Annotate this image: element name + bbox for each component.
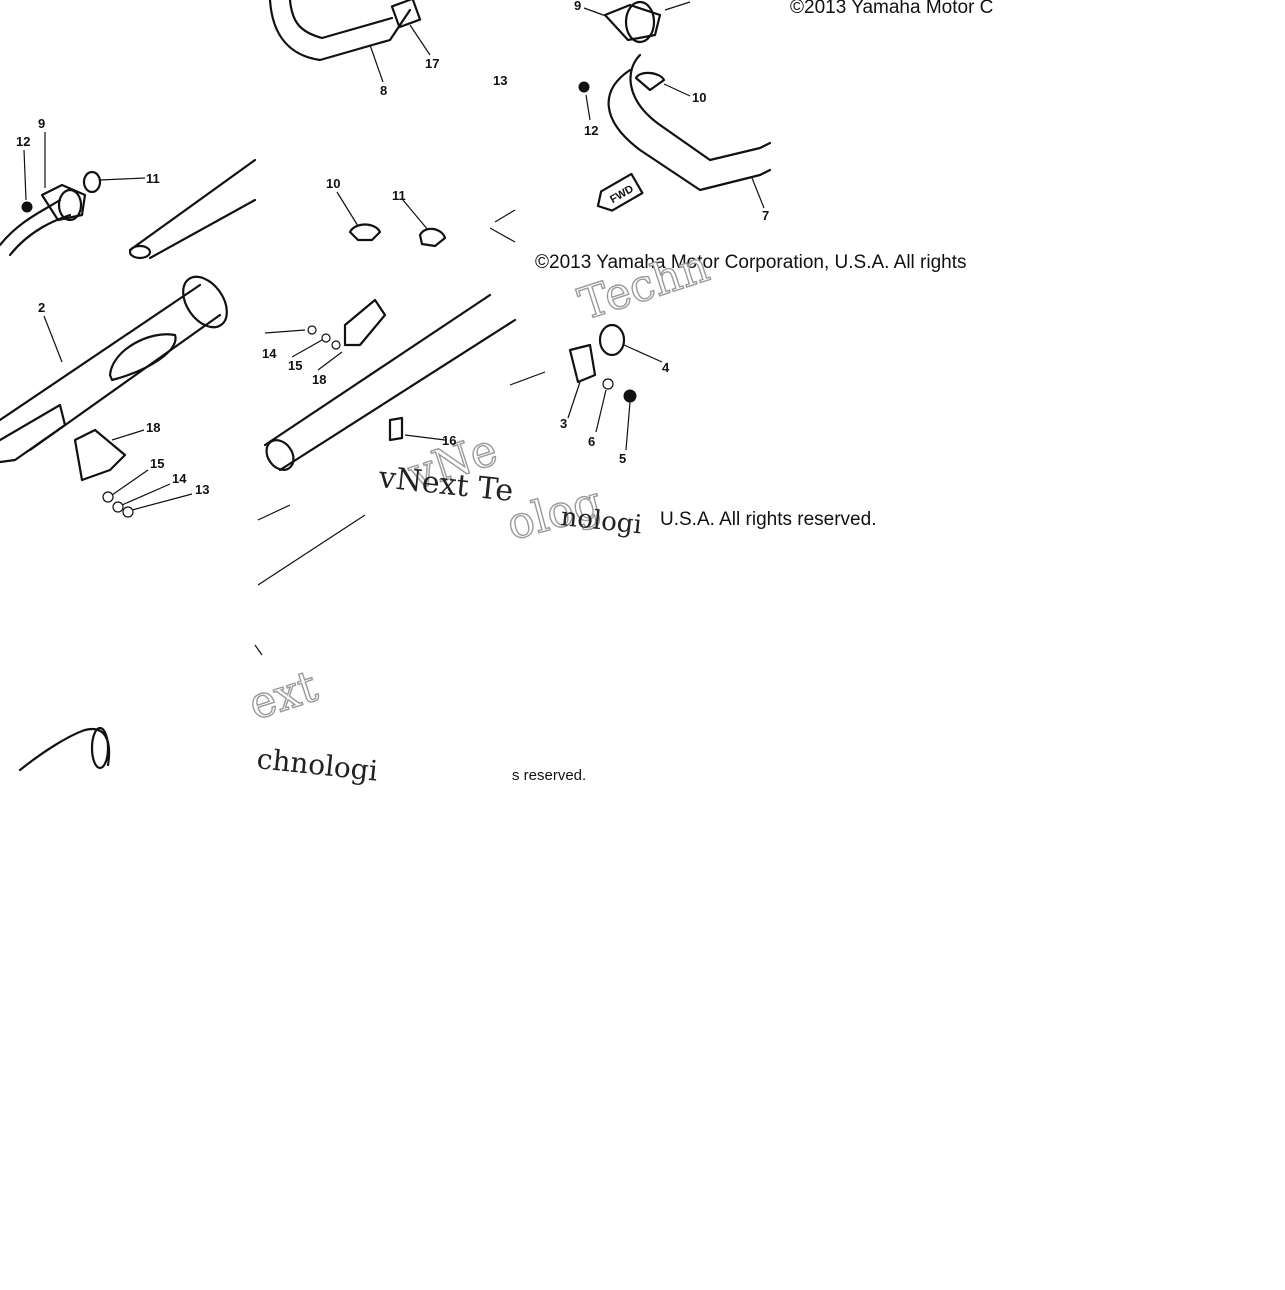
callout-2: 2	[38, 300, 45, 315]
callout-15b: 15	[288, 358, 302, 373]
callout-10a: 10	[326, 176, 340, 191]
callout-12b: 12	[584, 123, 598, 138]
callout-12a: 12	[16, 134, 30, 149]
callout-7: 7	[762, 208, 769, 223]
callout-11a: 11	[146, 171, 160, 186]
callout-16: 16	[442, 433, 456, 448]
header-pipe-8	[268, 0, 431, 83]
callout-9a: 9	[38, 116, 45, 131]
header-pipe-7: FWD	[578, 0, 772, 212]
callout-3: 3	[560, 416, 567, 431]
callout-15a: 15	[150, 456, 164, 471]
watermark-f: chnologi	[255, 742, 379, 788]
exhaust-flange-left	[0, 132, 257, 260]
callout-10b: 10	[692, 90, 706, 105]
callout-11b: 11	[392, 188, 406, 203]
svg-text:FWD: FWD	[608, 183, 636, 206]
clamp-caps	[336, 191, 516, 248]
watermark-e: ext	[243, 661, 324, 731]
callout-6: 6	[588, 434, 595, 449]
callout-9b: 9	[574, 0, 581, 13]
copyright-mid: ©2013 Yamaha Motor Corporation, U.S.A. A…	[535, 252, 967, 273]
callout-13b: 13	[195, 482, 209, 497]
callout-8: 8	[380, 83, 387, 98]
callout-14a: 14	[172, 471, 187, 486]
copyright-bottom: s reserved.	[512, 767, 586, 784]
callout-4: 4	[662, 360, 670, 375]
callout-18b: 18	[312, 372, 326, 387]
copyright-top: ©2013 Yamaha Motor C	[790, 0, 993, 18]
callout-18a: 18	[146, 420, 160, 435]
callout-14b: 14	[262, 346, 277, 361]
callout-5: 5	[619, 451, 626, 466]
callout-17: 17	[425, 56, 439, 71]
copyright-low: U.S.A. All rights reserved.	[660, 509, 876, 530]
callout-13a: 13	[493, 73, 507, 88]
callout-labels: 8 17 13 9 10 12 7 12 9 11 10 11 2 18 15 …	[16, 0, 769, 497]
fwd-arrow-icon: FWD	[596, 172, 644, 212]
muffler-and-joint	[257, 293, 663, 586]
muffler-2	[0, 275, 228, 518]
muffler-end-fragment	[18, 644, 263, 772]
